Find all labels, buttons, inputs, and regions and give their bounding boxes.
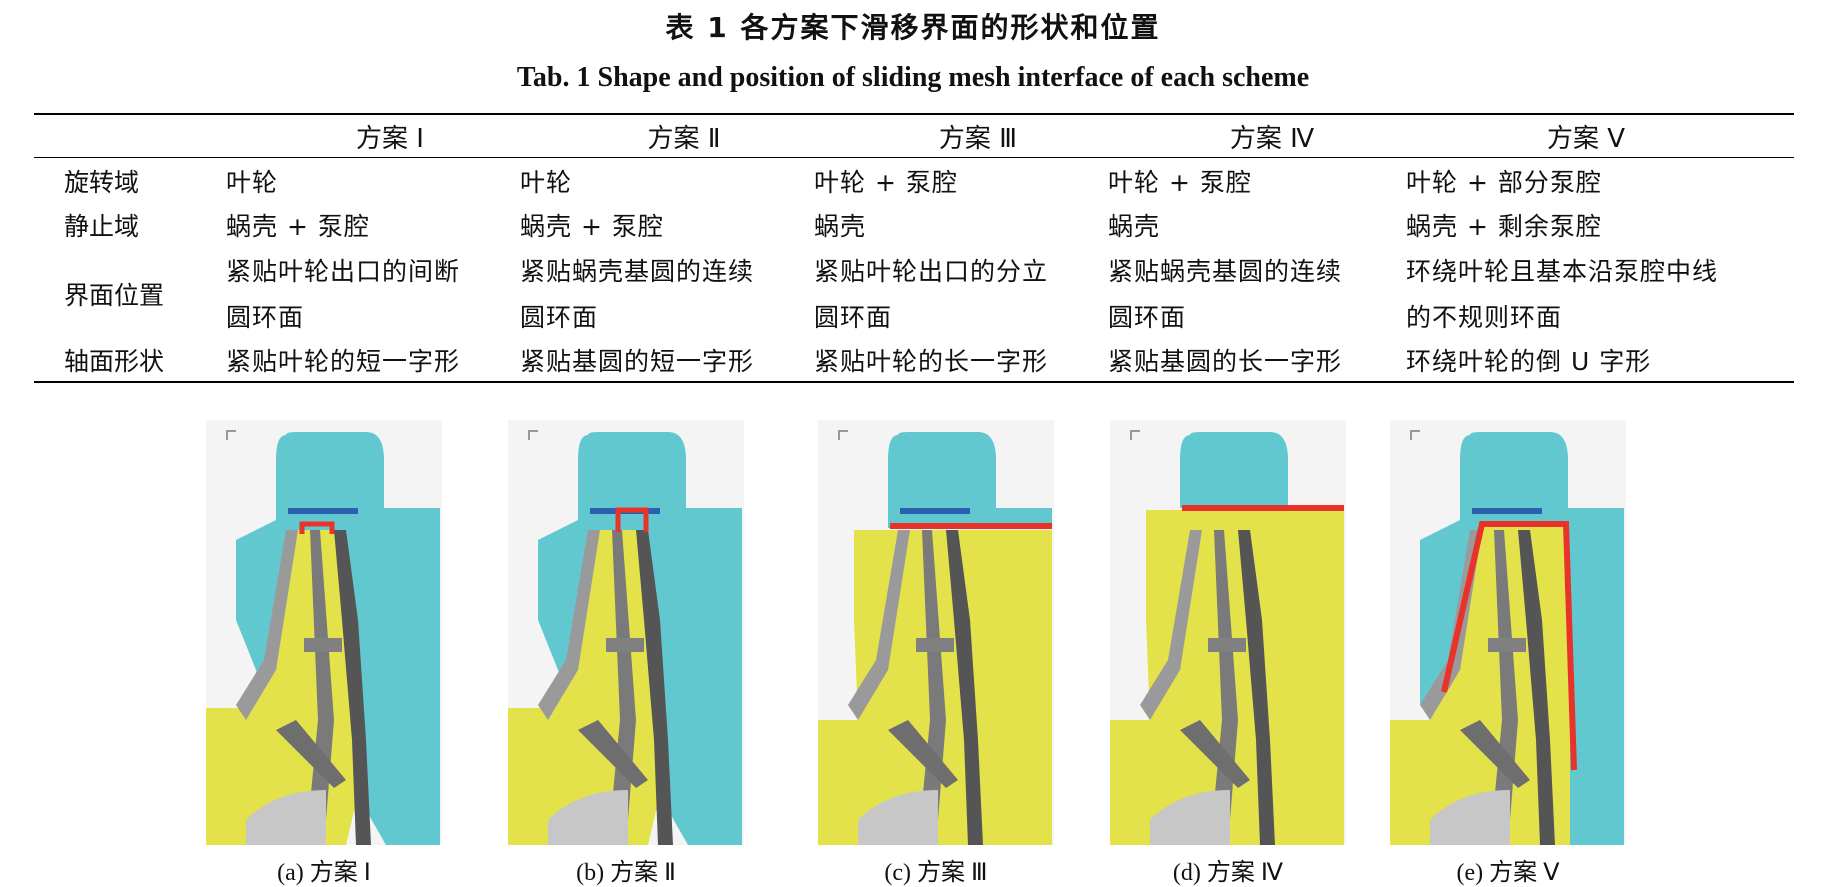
table-cell: 圆环面 [520,303,599,332]
pump-meridional-diagram-2 [508,420,744,845]
row-label-stationary-domain: 静止域 [64,212,140,241]
row-label-interface-position: 界面位置 [64,281,165,310]
table-caption-cn: 表 1 各方案下滑移界面的形状和位置 [665,11,1161,44]
table-cell: 紧贴蜗壳基圆的连续 [1108,257,1343,286]
table-cell: 叶轮 + 泵腔 [1108,168,1252,197]
table-cell: 紧贴基圆的长一字形 [1108,347,1343,376]
table-cell: 环绕叶轮的倒 U 字形 [1406,347,1652,376]
pump-meridional-diagram-5 [1390,420,1626,845]
table-cell: 环绕叶轮且基本沿泵腔中线 [1406,257,1719,286]
figure-panel-scheme-2 [508,420,744,845]
table-cell: 紧贴叶轮的短一字形 [226,347,461,376]
figure-caption-a: (a) 方案 Ⅰ [277,860,371,886]
table-cell: 蜗壳 [1108,212,1161,241]
column-header-scheme-4: 方案 Ⅳ [1229,124,1315,154]
figure-panel-scheme-5 [1390,420,1626,845]
figure-panel-scheme-4 [1110,420,1346,845]
table-cell: 紧贴蜗壳基圆的连续 [520,257,755,286]
table-top-rule [34,113,1794,115]
table-cell: 叶轮 + 泵腔 [814,168,958,197]
pump-meridional-diagram-4 [1110,420,1346,845]
table-cell: 圆环面 [1108,303,1187,332]
table-cell: 叶轮 [226,168,279,197]
table-cell: 蜗壳 [814,212,867,241]
figure-panel-scheme-3 [818,420,1054,845]
table-cell: 紧贴叶轮的长一字形 [814,347,1049,376]
table-cell: 紧贴叶轮出口的间断 [226,257,461,286]
table-cell: 圆环面 [226,303,305,332]
column-header-scheme-5: 方案 Ⅴ [1546,124,1626,154]
table-cell: 紧贴基圆的短一字形 [520,347,755,376]
figure-caption-b: (b) 方案 Ⅱ [576,860,676,886]
column-header-scheme-1: 方案 Ⅰ [356,124,424,154]
table-cell: 蜗壳 + 泵腔 [226,212,370,241]
table-cell: 紧贴叶轮出口的分立 [814,257,1049,286]
table-cell: 蜗壳 + 泵腔 [520,212,664,241]
figure-caption-c: (c) 方案 Ⅲ [884,860,988,886]
table-cell: 蜗壳 + 剩余泵腔 [1406,212,1602,241]
table-cell: 叶轮 [520,168,573,197]
pump-meridional-diagram-3 [818,420,1054,845]
pump-meridional-diagram-1 [206,420,442,845]
table-header-rule [34,157,1794,158]
figure-caption-d: (d) 方案 Ⅳ [1172,860,1284,886]
figure-panel-scheme-1 [206,420,442,845]
row-label-rotating-domain: 旋转域 [64,168,140,197]
column-header-scheme-3: 方案 Ⅲ [938,124,1018,154]
row-label-meridional-shape: 轴面形状 [64,347,165,376]
figure-caption-e: (e) 方案 Ⅴ [1456,860,1560,886]
table-bottom-rule [34,381,1794,383]
table-caption-en: Tab. 1 Shape and position of sliding mes… [516,62,1310,93]
table-cell: 叶轮 + 部分泵腔 [1406,168,1602,197]
table-cell: 的不规则环面 [1406,303,1563,332]
column-header-scheme-2: 方案 Ⅱ [647,124,721,154]
table-cell: 圆环面 [814,303,893,332]
